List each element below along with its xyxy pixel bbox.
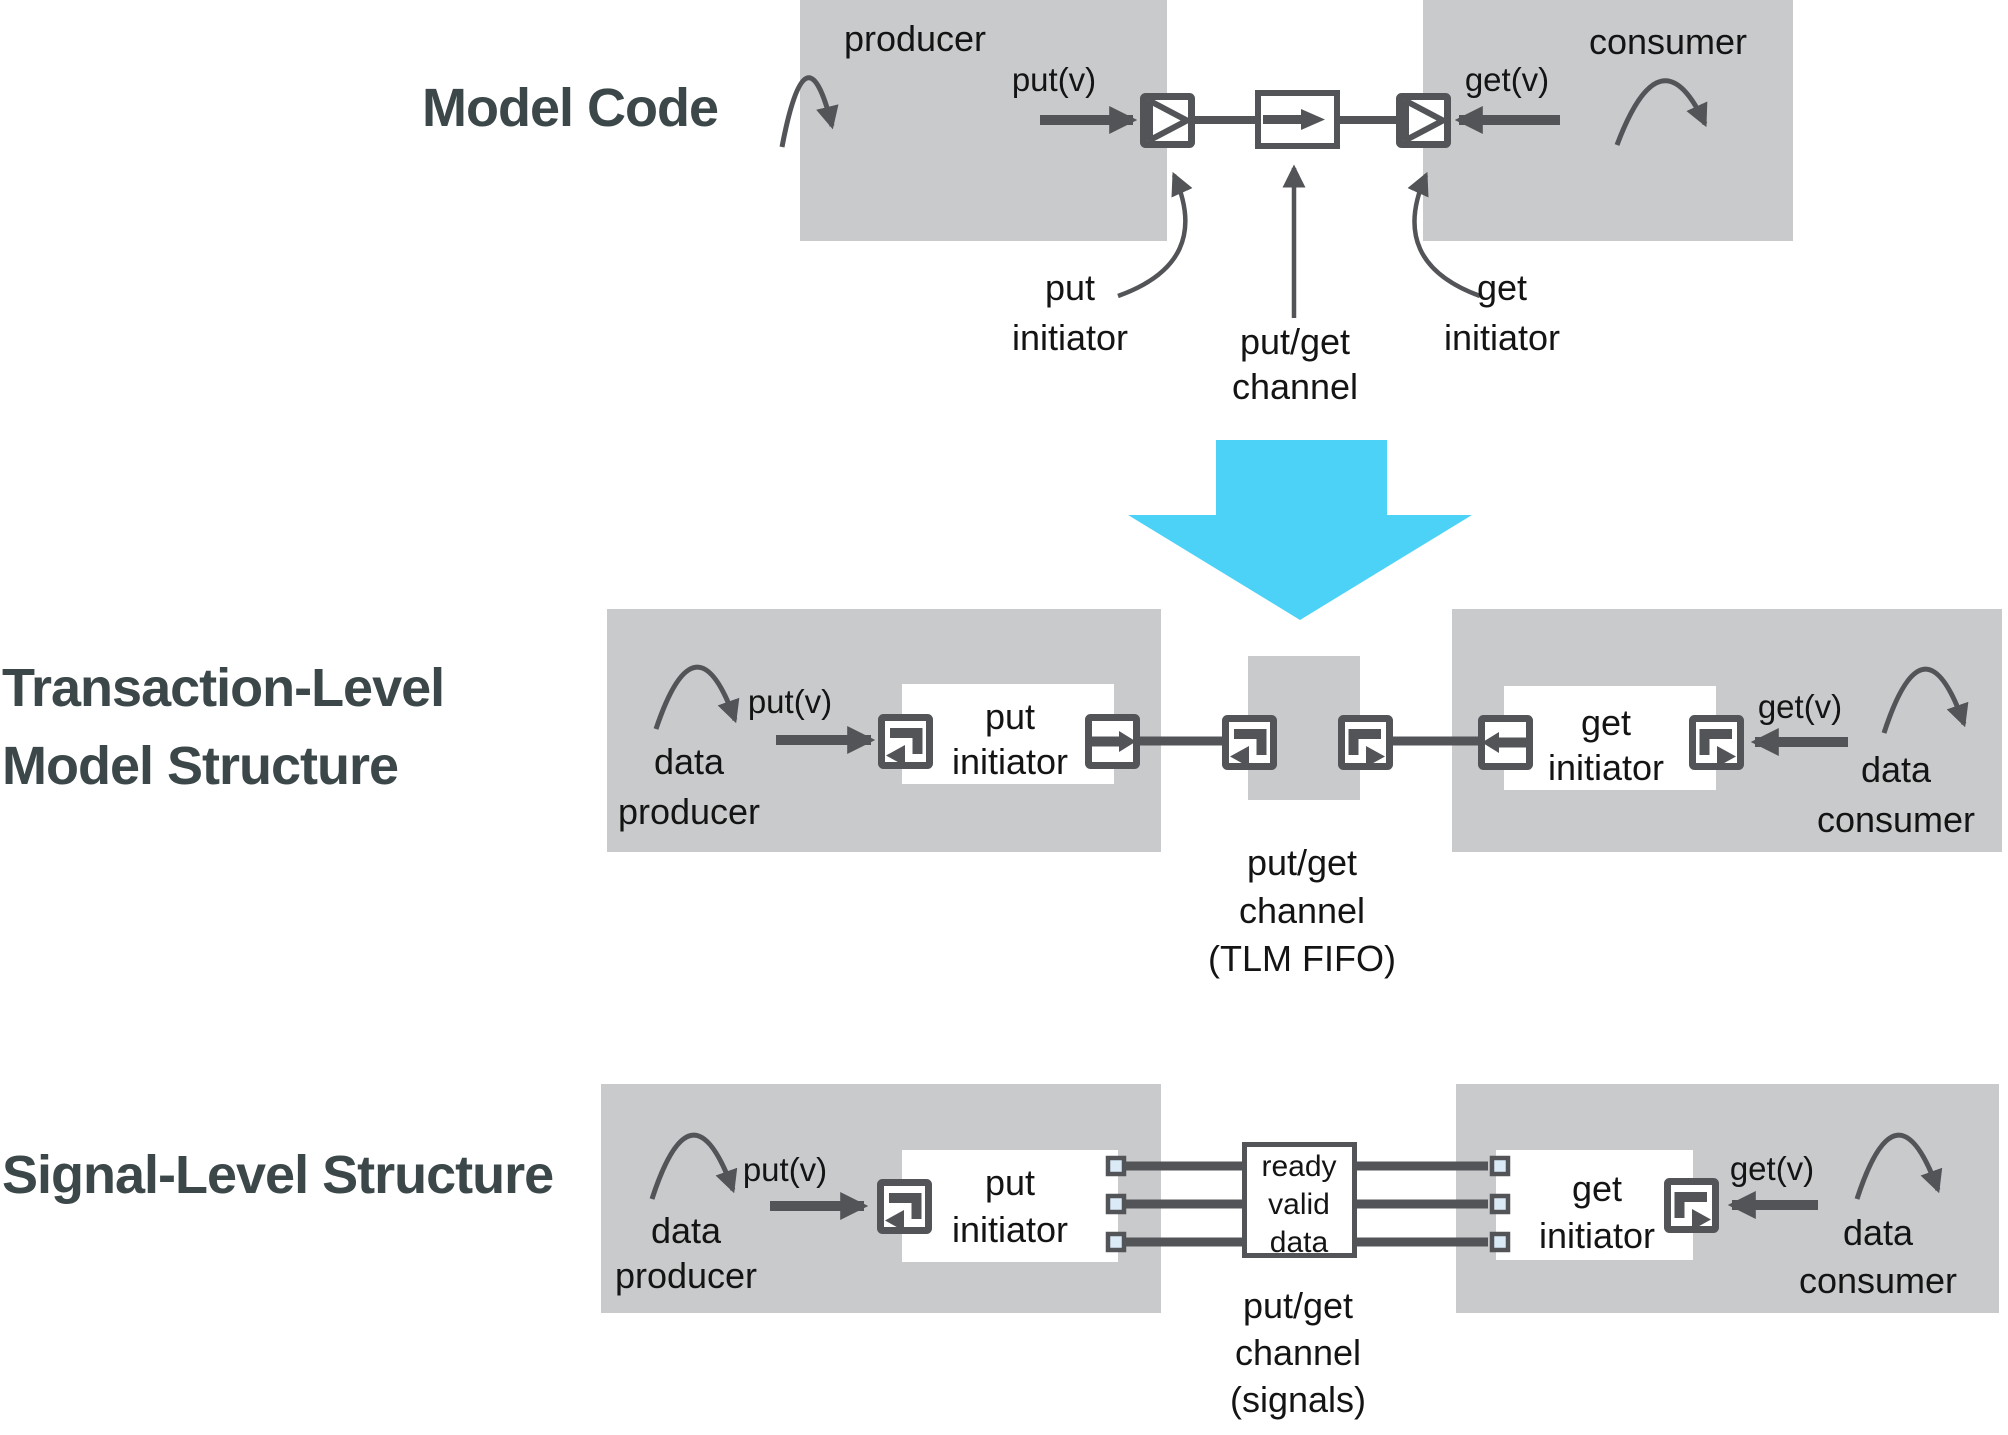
tlm-put-initiator-box bbox=[902, 684, 1114, 784]
tlm-get-call-label: get(v) bbox=[1757, 688, 1843, 725]
signal-put-initiator-box bbox=[902, 1150, 1118, 1262]
signal-put-call-label: put(v) bbox=[742, 1151, 828, 1188]
section-title-model-code: Model Code bbox=[422, 78, 719, 138]
section-title-signal: Signal-Level Structure bbox=[2, 1145, 554, 1205]
tlm-get-initiator-box bbox=[1504, 686, 1716, 790]
get-call-label: get(v) bbox=[1464, 61, 1550, 98]
refinement-arrow-icon bbox=[1128, 440, 1472, 620]
signal-get-initiator-box bbox=[1496, 1150, 1693, 1260]
signal-get-call-label: get(v) bbox=[1729, 1150, 1815, 1187]
tlm-put-call-label: put(v) bbox=[747, 683, 833, 720]
put-call-label: put(v) bbox=[1011, 61, 1097, 98]
consumer-label: consumer bbox=[1588, 21, 1748, 62]
tlm-channel-module-box bbox=[1248, 656, 1360, 800]
section-title-tlm: Transaction-Level Model Structure bbox=[2, 658, 445, 796]
putget-channel-icon bbox=[1255, 90, 1340, 149]
producer-label: producer bbox=[843, 18, 987, 59]
